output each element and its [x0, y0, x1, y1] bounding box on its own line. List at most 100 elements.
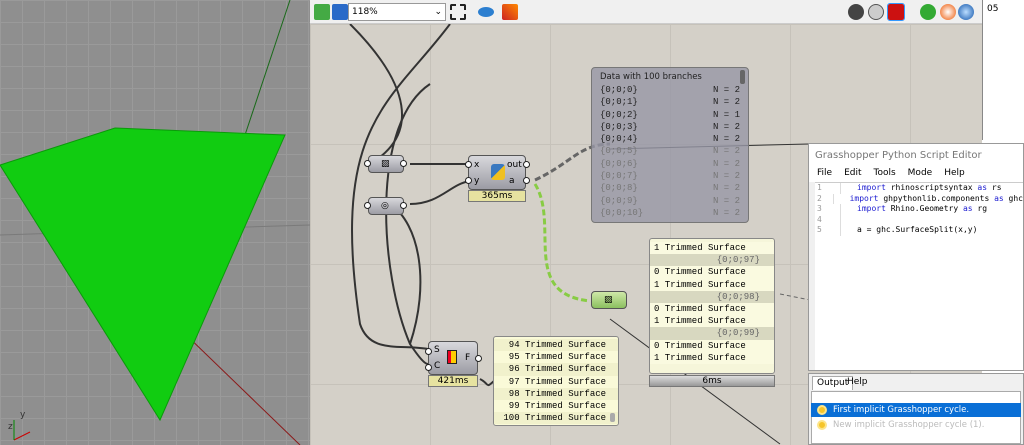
panel-trimmed-surfaces[interactable]: 94 Trimmed Surface 95 Trimmed Surface 96… [493, 336, 619, 426]
branch-path: {0;0;3} [600, 121, 638, 132]
branch-row: {0;0;5}N = 2 [592, 145, 748, 157]
save-icon[interactable] [332, 4, 348, 20]
keyword: as [977, 183, 988, 192]
code-text: rhinoscriptsyntax [885, 183, 978, 192]
branch-row: {0;0;4}N = 2 [592, 133, 748, 145]
python-script-editor: Grasshopper Python Script Editor File Ed… [808, 143, 1024, 371]
branch-path: {0;0;10} [600, 207, 644, 218]
code-text: ghpythonlib.components [878, 193, 995, 203]
output-port[interactable] [400, 160, 407, 167]
material-icon[interactable] [940, 4, 956, 20]
rhino-viewport[interactable]: y z [0, 0, 310, 445]
tab-help[interactable]: Help [847, 377, 868, 387]
line-number: 4 [815, 214, 841, 225]
branch-path: {0;0;5} [600, 146, 638, 157]
input-port[interactable] [364, 202, 371, 209]
zoom-level-select[interactable]: 118% ⌄ [348, 3, 446, 21]
chevron-down-icon: ⌄ [434, 7, 442, 17]
split-timer: 421ms [428, 375, 478, 387]
message-text: First implicit Grasshopper cycle. [833, 405, 970, 415]
output-message[interactable]: New implicit Grasshopper cycle (1). [811, 418, 1021, 432]
curve-param-component[interactable]: ◎ [368, 197, 404, 215]
menu-edit[interactable]: Edit [844, 168, 862, 178]
branch-row: {0;0;10}N = 2 [592, 207, 748, 219]
output-port[interactable] [400, 202, 407, 209]
branch-count: N = 1 [712, 109, 740, 120]
tab-output[interactable]: Output [812, 376, 854, 390]
keyword: import [857, 204, 886, 213]
selected-param-component[interactable]: ▨ [591, 291, 627, 309]
branch-count: N = 2 [712, 195, 740, 206]
output-pane: Output Help First implicit Grasshopper c… [808, 373, 1024, 445]
side-text: 05 [987, 4, 999, 14]
panel-row: 0 Trimmed Surface [650, 339, 774, 352]
wireframe-icon[interactable] [868, 4, 884, 20]
output-out-label: out [507, 160, 522, 170]
axis-label-z: z [8, 422, 13, 432]
input-port[interactable] [465, 161, 472, 168]
open-file-icon[interactable] [314, 4, 330, 20]
preview-eye-icon[interactable] [478, 7, 494, 17]
branch-count: N = 2 [712, 183, 740, 194]
display-sphere-icon[interactable] [958, 4, 974, 20]
input-c-label: C [434, 361, 441, 371]
line-number: 5 [815, 225, 841, 236]
panel-row: 94 Trimmed Surface [494, 339, 618, 352]
keyword: as [994, 193, 1004, 203]
branch-path: {0;0;7} [600, 171, 638, 182]
zoom-extents-icon[interactable] [450, 4, 466, 20]
menu-file[interactable]: File [817, 168, 833, 178]
python-logo-icon [491, 164, 505, 180]
brep-param-component[interactable]: ▨ [368, 155, 404, 173]
input-s-label: S [434, 345, 440, 355]
preview-off-icon[interactable] [848, 4, 864, 20]
keyword: import [849, 193, 879, 203]
split-component[interactable]: S C F [428, 341, 478, 375]
tooltip-title: Data with 100 branches [600, 72, 702, 82]
code-line: 4 [815, 214, 1023, 225]
branch-count: N = 2 [712, 85, 740, 95]
python-script-component[interactable]: x y out a [468, 155, 526, 190]
message-text: New implicit Grasshopper cycle (1). [833, 420, 985, 430]
panel-row: 100 Trimmed Surface [494, 412, 618, 425]
menu-help[interactable]: Help [944, 168, 965, 178]
branch-count: N = 2 [712, 158, 740, 169]
side-window-fragment: 05 [982, 0, 1024, 140]
selected-preview-icon[interactable] [920, 4, 936, 20]
branch-count: N = 2 [712, 97, 740, 108]
branch-row: {0;0;1}N = 2 [592, 96, 748, 108]
input-port[interactable] [364, 160, 371, 167]
panel-scrollbar[interactable] [610, 413, 615, 422]
zoom-level-value: 118% [352, 7, 378, 17]
input-y-label: y [474, 176, 480, 186]
shaded-icon[interactable] [887, 3, 905, 21]
panel-timer: 6ms [649, 375, 775, 387]
output-port[interactable] [523, 177, 530, 184]
split-icon [447, 350, 457, 364]
axis-label-y: y [20, 410, 26, 420]
output-port[interactable] [475, 355, 482, 362]
menu-tools[interactable]: Tools [873, 168, 896, 178]
branch-header: {0;0;98} [650, 290, 774, 303]
branch-path: {0;0;2} [600, 109, 638, 120]
sketch-pen-icon[interactable] [502, 4, 518, 20]
line-number: 1 [815, 183, 841, 194]
tooltip-scrollbar[interactable] [740, 70, 745, 84]
panel-row: 1 Trimmed Surface [650, 278, 774, 291]
input-port[interactable] [465, 177, 472, 184]
input-port[interactable] [425, 364, 432, 371]
panel-row: 95 Trimmed Surface [498, 352, 607, 363]
menu-mode[interactable]: Mode [907, 168, 933, 178]
panel-tree[interactable]: 1 Trimmed Surface {0;0;97} 0 Trimmed Sur… [649, 238, 775, 374]
output-port[interactable] [523, 161, 530, 168]
keyword: as [962, 204, 973, 213]
python-timer: 365ms [468, 190, 526, 202]
editor-title: Grasshopper Python Script Editor [809, 144, 1023, 168]
input-port[interactable] [425, 348, 432, 355]
output-message[interactable]: First implicit Grasshopper cycle. [811, 403, 1021, 417]
branch-count: N = 2 [712, 134, 740, 145]
